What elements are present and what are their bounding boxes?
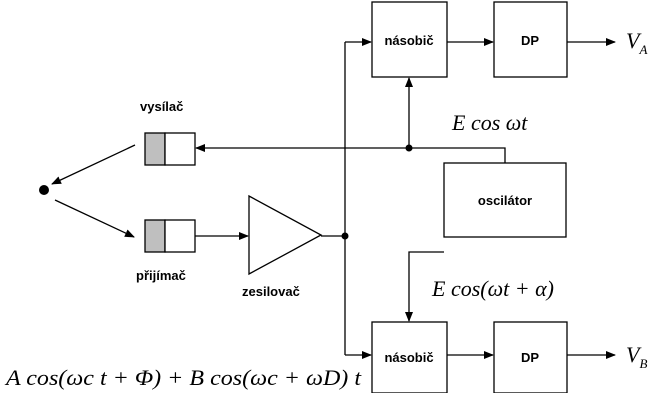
transmitter-label: vysílač	[140, 99, 183, 114]
wire-transmitter-to-target	[51, 144, 136, 185]
multiplier-bottom-label: násobič	[384, 350, 433, 365]
multiplier-bottom-box	[371, 321, 448, 393]
receiver-label: přijímač	[136, 268, 186, 283]
wire-oscillator-to-multiplier-bottom	[405, 251, 444, 322]
target-dot	[39, 185, 49, 195]
lpf-bottom-label: DP	[521, 350, 539, 365]
oscillator-label: oscilátor	[478, 193, 532, 208]
lpf-bottom-box	[493, 321, 568, 393]
lpf-top-box	[493, 1, 568, 78]
wire-oscillator-to-transmitter	[195, 144, 506, 163]
output-bottom-label: VB	[626, 342, 647, 371]
output-top-label: VA	[626, 28, 647, 57]
multiplier-top-label: násobič	[384, 33, 433, 48]
amplifier-label: zesilovač	[242, 284, 300, 299]
ref-signal-shifted-formula: E cos(ωt + α)	[431, 276, 554, 301]
lpf-top-label: DP	[521, 33, 539, 48]
multiplier-top-box	[371, 1, 448, 78]
receiver-icon	[144, 219, 196, 253]
received-signal-formula: A cos(ωc t + Φ) + B cos(ωc + ωD) t	[4, 365, 362, 390]
transmitter-icon	[144, 132, 196, 166]
ref-signal-formula: E cos ωt	[451, 110, 528, 135]
wire-target-to-receiver	[54, 199, 135, 238]
amplifier-triangle	[248, 194, 323, 276]
